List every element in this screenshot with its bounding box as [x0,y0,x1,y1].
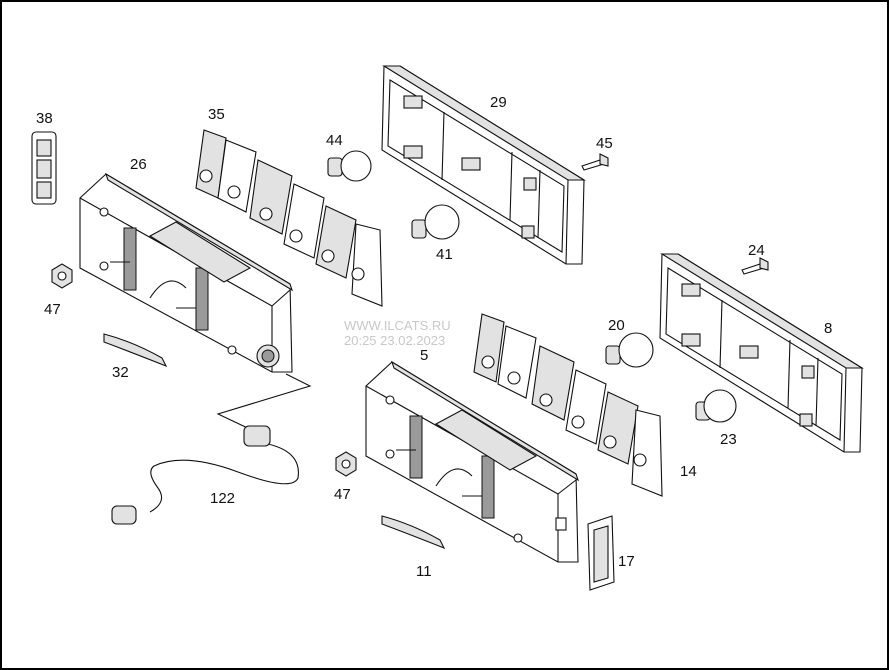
callout-47-left: 47 [44,301,61,318]
callout-14: 14 [680,463,697,480]
callout-11: 11 [416,563,432,580]
part-5-lamp-housing-right[interactable] [365,360,579,563]
callout-17: 17 [618,553,635,570]
callout-32: 32 [112,364,129,381]
watermark-site: WWW.ILCATS.RU [344,318,451,333]
part-26-lamp-housing-left[interactable] [79,172,293,373]
callout-23: 23 [720,431,737,448]
part-11-clip[interactable] [381,515,446,550]
callout-8: 8 [824,320,832,337]
part-17-side-reflector[interactable] [587,515,615,591]
part-20-bulb[interactable] [605,332,654,368]
part-47-nut-right[interactable] [335,451,357,477]
callout-labels: 38 35 44 29 45 26 41 47 32 24 20 8 5 23 … [36,94,832,580]
callout-29: 29 [490,94,507,111]
callout-5: 5 [420,347,428,364]
watermark-timestamp: 20:25 23.02.2023 [344,333,445,348]
callout-20: 20 [608,317,625,334]
part-14-reflector-strip-right[interactable] [473,313,663,497]
part-24-screw[interactable] [741,257,769,275]
callout-38: 38 [36,110,53,127]
callout-26: 26 [130,156,147,173]
callout-44: 44 [326,132,343,149]
part-122-cable-harness[interactable] [111,373,312,525]
callout-41: 41 [436,246,453,263]
part-38-side-marker-lens[interactable] [31,131,57,205]
callout-24: 24 [748,242,765,259]
callout-45: 45 [596,135,613,152]
watermark: WWW.ILCATS.RU 20:25 23.02.2023 [344,318,451,348]
part-35-reflector-strip-left[interactable] [195,129,383,307]
part-29-gasket-frame-top[interactable] [381,65,586,265]
part-8-gasket-frame-right[interactable] [659,253,864,453]
part-44-bulb[interactable] [327,150,372,182]
callout-35: 35 [208,106,225,123]
part-41-bulb[interactable] [411,204,460,240]
part-47-nut-left[interactable] [51,263,73,289]
part-45-screw[interactable] [581,153,609,171]
part-23-bulb[interactable] [695,389,737,423]
part-32-clip[interactable] [103,333,168,368]
callout-47-right: 47 [334,486,351,503]
callout-122: 122 [210,490,235,507]
